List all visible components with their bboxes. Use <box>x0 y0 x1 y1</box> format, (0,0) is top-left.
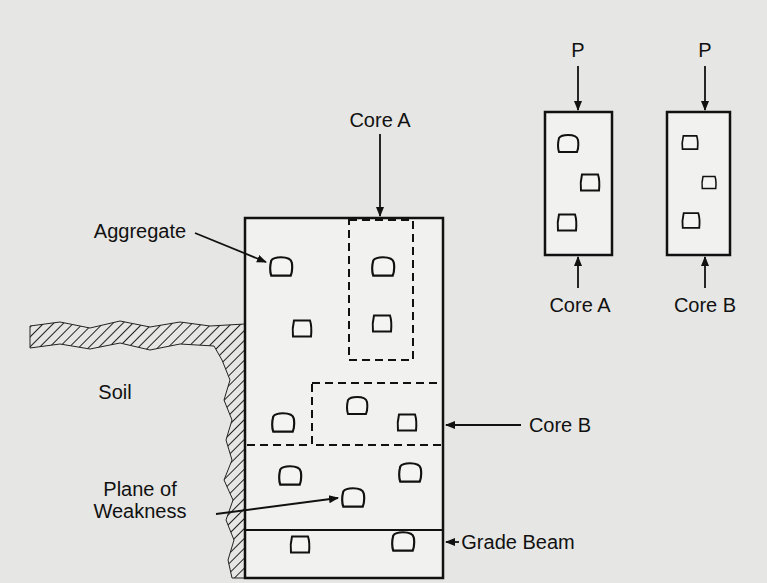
aggregate <box>270 257 421 552</box>
load-label: P <box>698 39 711 61</box>
core-a-outline <box>349 220 413 360</box>
part-label: Plane of Weakness <box>65 478 215 522</box>
grade-beam <box>245 218 443 578</box>
plane-line <box>245 529 443 531</box>
part-label: Grade Beam <box>461 531 574 553</box>
core-label: Core B <box>529 414 591 436</box>
part-label: Aggregate <box>94 220 186 242</box>
part-label: Soil <box>98 381 131 403</box>
core-a-specimen <box>545 66 612 288</box>
leader-line <box>195 134 521 542</box>
core-label: Core B <box>674 294 736 316</box>
core-b-specimen <box>667 66 730 288</box>
core-b-outline <box>247 444 312 446</box>
soil-hatching <box>30 321 245 578</box>
core-b-outline <box>312 383 443 445</box>
load-label: P <box>571 39 584 61</box>
core-label: Core A <box>549 294 610 316</box>
core-label: Core A <box>349 109 410 131</box>
